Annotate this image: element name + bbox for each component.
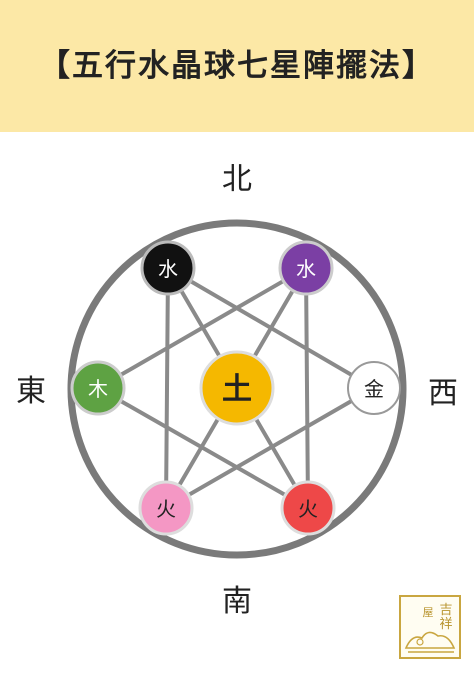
- node-label-center: 土: [222, 372, 252, 407]
- crystal-ball-top-left: [140, 240, 196, 296]
- title-banner: 【五行水晶球七星陣擺法】: [0, 0, 474, 132]
- svg-text:屋: 屋: [423, 606, 434, 619]
- line-tl-bl: [164, 266, 170, 510]
- direction-north: 北: [222, 162, 252, 197]
- crystal-ball-bottom-right: [280, 480, 336, 536]
- node-label-top-right: 水: [296, 257, 316, 281]
- line-l-br: [96, 386, 310, 510]
- seal-stamp-icon: 吉 祥 屋: [399, 595, 461, 659]
- line-tr-br: [304, 266, 310, 510]
- node-top-left-water: 水: [140, 240, 196, 296]
- node-right-metal: 金: [347, 361, 401, 415]
- node-label-left: 木: [88, 377, 108, 401]
- svg-text:祥: 祥: [439, 617, 452, 632]
- svg-text:吉: 吉: [439, 603, 452, 618]
- crystal-ball-top-right: [278, 240, 334, 296]
- node-label-bottom-right: 火: [298, 497, 318, 521]
- crystal-ball-center: [199, 350, 275, 426]
- page-title: 【五行水晶球七星陣擺法】: [39, 48, 435, 84]
- direction-east: 東: [16, 374, 46, 409]
- line-r-bl: [164, 386, 376, 510]
- connection-lines: [96, 266, 376, 510]
- node-left-wood: 木: [70, 360, 126, 416]
- crystal-ball-left: [70, 360, 126, 416]
- node-label-bottom-left: 火: [156, 497, 176, 521]
- node-label-top-left: 水: [158, 257, 178, 281]
- node-bottom-left-fire: 火: [138, 480, 194, 536]
- crystal-ball-bottom-left: [138, 480, 194, 536]
- line-tr-l: [96, 266, 308, 390]
- direction-west: 西: [428, 376, 458, 411]
- line-tl-r: [166, 266, 376, 390]
- node-center-earth: 土: [199, 350, 275, 426]
- node-top-right-water: 水: [278, 240, 334, 296]
- node-label-right: 金: [364, 377, 384, 401]
- direction-south: 南: [222, 584, 252, 619]
- node-bottom-right-fire: 火: [280, 480, 336, 536]
- crystal-ball-right: [347, 361, 401, 415]
